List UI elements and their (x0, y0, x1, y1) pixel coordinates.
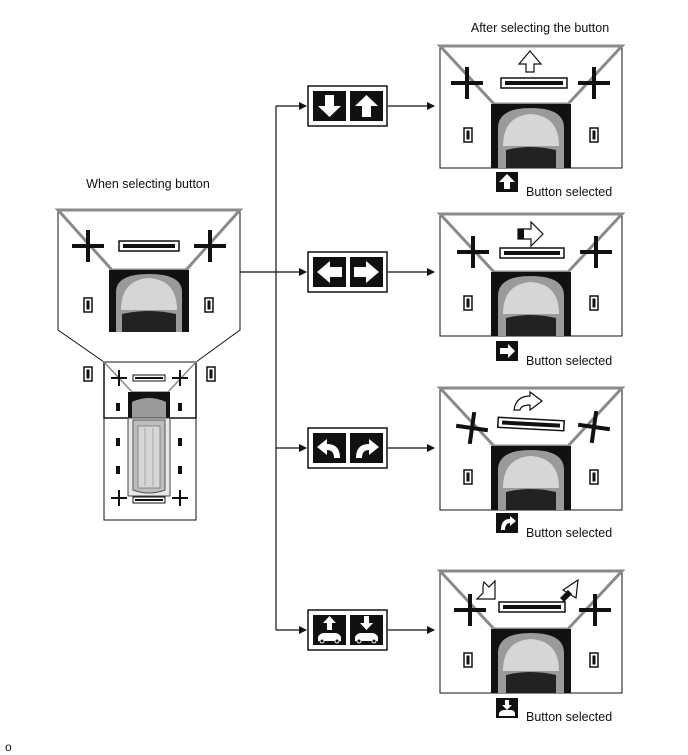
rotate-left-button[interactable] (313, 433, 346, 463)
caption-text: Button selected (526, 526, 612, 540)
result-caption-rotate: Button selected (496, 513, 612, 540)
result-view-right (438, 212, 624, 338)
rotate-right-button[interactable] (350, 433, 383, 463)
outer-marker-left (83, 366, 93, 382)
arrow-right-icon (517, 220, 544, 248)
outer-marker-right (206, 366, 216, 382)
left-title: When selecting button (86, 177, 210, 191)
button-group-rotate (307, 427, 388, 469)
result-view-vehicle (438, 569, 624, 695)
car-image (109, 270, 189, 332)
button-group-up-down (307, 85, 388, 127)
side-marker-right (204, 297, 214, 313)
result-caption-up: Button selected (496, 172, 612, 199)
car-up-button[interactable] (313, 615, 346, 645)
result-caption-vehicle: Button selected (496, 698, 612, 724)
result-view-up (438, 44, 624, 170)
caption-text: Button selected (526, 354, 612, 368)
right-title: After selecting the button (471, 21, 609, 35)
figure-ref: o (5, 740, 12, 754)
arrow-up-icon (517, 50, 543, 73)
overview-view (102, 361, 198, 521)
arrow-up-button[interactable] (350, 91, 383, 121)
result-view-rotate (438, 386, 624, 512)
arrow-down-button[interactable] (313, 91, 346, 121)
guide-bar (118, 240, 180, 252)
arrow-left-button[interactable] (313, 257, 346, 287)
button-group-left-right (307, 251, 388, 293)
arrow-right-button[interactable] (350, 257, 383, 287)
current-camera-view (54, 208, 244, 363)
car-down-button[interactable] (350, 615, 383, 645)
result-caption-right: Button selected (496, 341, 612, 368)
connector-lines (240, 102, 435, 634)
caption-text: Button selected (526, 185, 612, 199)
caption-text: Button selected (526, 710, 612, 724)
button-group-vehicle (307, 609, 388, 651)
diagonal-arrow-right-icon (560, 578, 579, 602)
rotate-right-icon (513, 390, 543, 412)
side-marker-left (83, 297, 93, 313)
diagonal-arrow-left-icon (475, 579, 496, 600)
